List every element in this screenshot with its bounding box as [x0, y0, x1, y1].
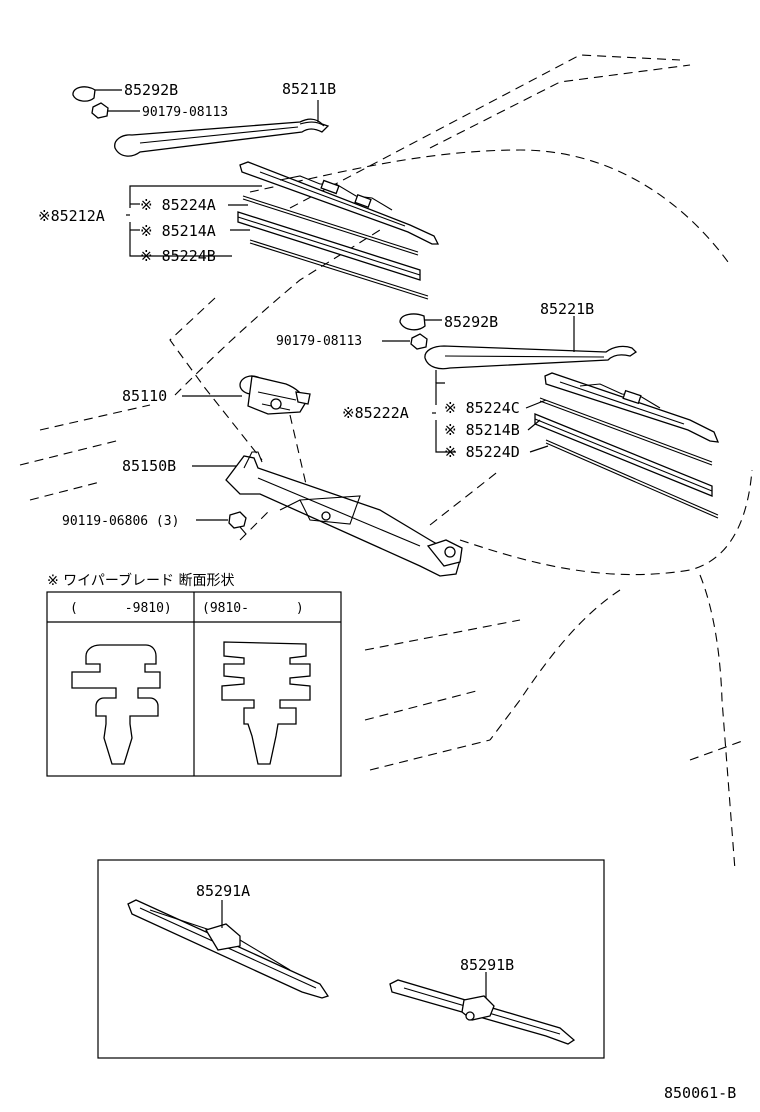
wiper-blade-85222A — [544, 372, 720, 443]
bracket-85222A — [432, 370, 549, 453]
bolt-90119 — [196, 511, 247, 535]
wiper-motor-85110 — [182, 375, 311, 415]
nut-90179-top — [91, 102, 140, 119]
label-85224C: ※ 85224C — [444, 399, 520, 417]
blade-rubber-85224B — [249, 239, 429, 300]
blade-profile-old-shape — [71, 644, 161, 765]
wiper-arm-85211B — [114, 100, 330, 157]
section-table-title: ※ ワイパーブレード 断面形状 — [47, 572, 235, 589]
wiper-blade-85291A — [127, 899, 330, 999]
label-90119: 90119-06806 (3) — [62, 514, 179, 529]
label-85291B: 85291B — [460, 956, 514, 974]
label-85214B: ※ 85214B — [444, 421, 520, 439]
figure-code: 850061-B — [664, 1084, 736, 1102]
label-85291A: 85291A — [196, 882, 250, 900]
label-85212A: ※85212A — [38, 207, 105, 225]
label-85224B: ※ 85224B — [140, 247, 216, 265]
label-85224A: ※ 85224A — [140, 196, 216, 214]
label-90179-top: 90179-08113 — [142, 105, 228, 120]
optional-blades-box — [97, 859, 605, 1059]
wiper-blade-85212A — [239, 161, 440, 245]
bracket-85212A — [126, 185, 262, 257]
wiper-arm-85221B — [424, 316, 638, 370]
label-85292B-right: 85292B — [444, 313, 498, 331]
label-85292B-top: 85292B — [124, 81, 178, 99]
label-85224D: ※ 85224D — [444, 443, 520, 461]
label-85214A: ※ 85214A — [140, 222, 216, 240]
section-col-left-header: ( -9810) — [70, 601, 172, 616]
label-85110: 85110 — [122, 387, 167, 405]
wiper-blade-85291B — [389, 972, 576, 1045]
nut-90179-right — [382, 333, 428, 350]
blade-rubber-85224C — [539, 397, 713, 466]
cap-85292B-right — [399, 313, 442, 331]
blade-rubber-85224D — [545, 439, 719, 519]
label-85222A: ※85222A — [342, 404, 409, 422]
label-85150B: 85150B — [122, 457, 176, 475]
section-table — [46, 591, 342, 777]
cap-85292B-top — [72, 86, 122, 102]
label-90179-right: 90179-08113 — [276, 334, 362, 349]
blade-insert-85214A — [237, 211, 421, 281]
label-85211B: 85211B — [282, 80, 336, 98]
wiper-link-85150B — [192, 451, 463, 577]
blade-insert-85214B — [534, 413, 713, 497]
section-col-right-header: (9810- ) — [202, 601, 304, 616]
blade-rubber-85224A — [242, 195, 419, 256]
label-85221B: 85221B — [540, 300, 594, 318]
blade-profile-new-shape — [221, 641, 311, 765]
